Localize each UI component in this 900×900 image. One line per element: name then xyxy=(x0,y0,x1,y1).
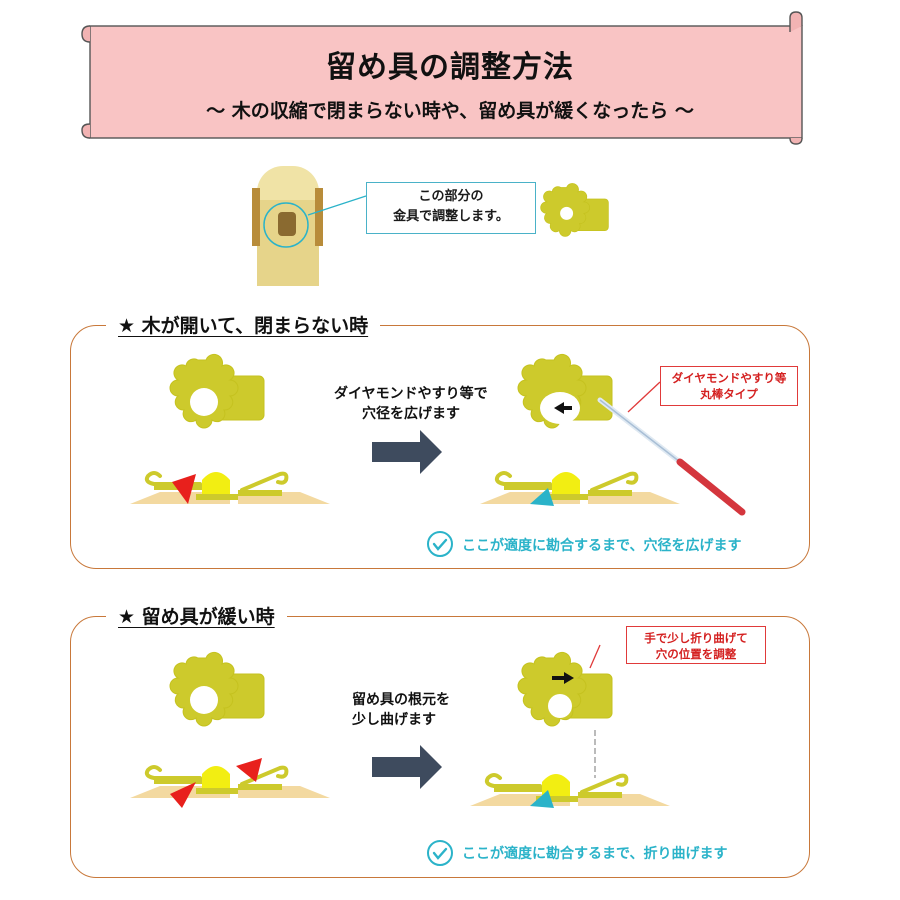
section1-note-pointer xyxy=(627,381,661,413)
section2-heading: ★ 留め具が緩い時 xyxy=(106,602,287,629)
section1-step-line2: 穴径を広げます xyxy=(362,406,460,422)
section1-before-clasp xyxy=(128,470,332,506)
section2-before-fitting xyxy=(169,651,265,727)
section2-check-text: ここが適度に勘合するまで、折り曲げます xyxy=(462,846,728,862)
section1-before-fitting xyxy=(169,353,265,429)
section1-heading: ★ 木が開いて、閉まらない時 xyxy=(106,311,381,338)
check-circle-icon-2 xyxy=(427,840,453,866)
right-arrow-icon-1 xyxy=(372,430,442,474)
intro-callout: この部分の 金具で調整します。 xyxy=(366,182,536,234)
right-arrow-icon-2 xyxy=(372,745,442,789)
section2-panel xyxy=(70,616,810,878)
intro-callout-line2: 金具で調整します。 xyxy=(393,209,509,224)
section1-note-line2: 丸棒タイプ xyxy=(700,387,758,401)
page-subtitle: ～ 木の収縮で閉まらない時や、留め具が緩くなったら ～ xyxy=(206,100,694,122)
section2-note-box: 手で少し折り曲げて 穴の位置を調整 xyxy=(626,626,766,664)
section2-before-clasp xyxy=(128,758,332,808)
section1-step-line1: ダイヤモンドやすり等で xyxy=(334,386,488,402)
section2-step-text: 留め具の根元を 少し曲げます xyxy=(352,690,512,730)
section1-note-line1: ダイヤモンドやすり等 xyxy=(671,371,787,385)
section1-panel xyxy=(70,325,810,569)
section2-step-line2: 少し曲げます xyxy=(352,712,436,728)
section2-note-line1: 手で少し折り曲げて xyxy=(644,631,748,645)
wooden-case-photo xyxy=(249,160,367,288)
section1-after-fitting xyxy=(517,353,613,429)
section2-note-line2: 穴の位置を調整 xyxy=(655,647,737,661)
section1-note-box: ダイヤモンドやすり等 丸棒タイプ xyxy=(660,366,798,406)
intro-callout-line1: この部分の xyxy=(418,189,484,204)
section2-after-fitting xyxy=(517,651,613,727)
section2-after-clasp xyxy=(468,772,672,808)
title-scroll-banner xyxy=(81,11,803,145)
fitting-part-small xyxy=(540,183,609,237)
check-circle-icon-1 xyxy=(427,531,453,557)
section1-step-text: ダイヤモンドやすり等で 穴径を広げます xyxy=(334,384,514,424)
section2-note-pointer xyxy=(589,644,601,669)
page-title: 留め具の調整方法 xyxy=(326,50,574,85)
round-file-icon xyxy=(597,397,746,516)
section1-check-text: ここが適度に勘合するまで、穴径を広げます xyxy=(462,538,742,554)
section2-step-line1: 留め具の根元を xyxy=(352,692,450,708)
section1-after-clasp xyxy=(478,470,682,506)
